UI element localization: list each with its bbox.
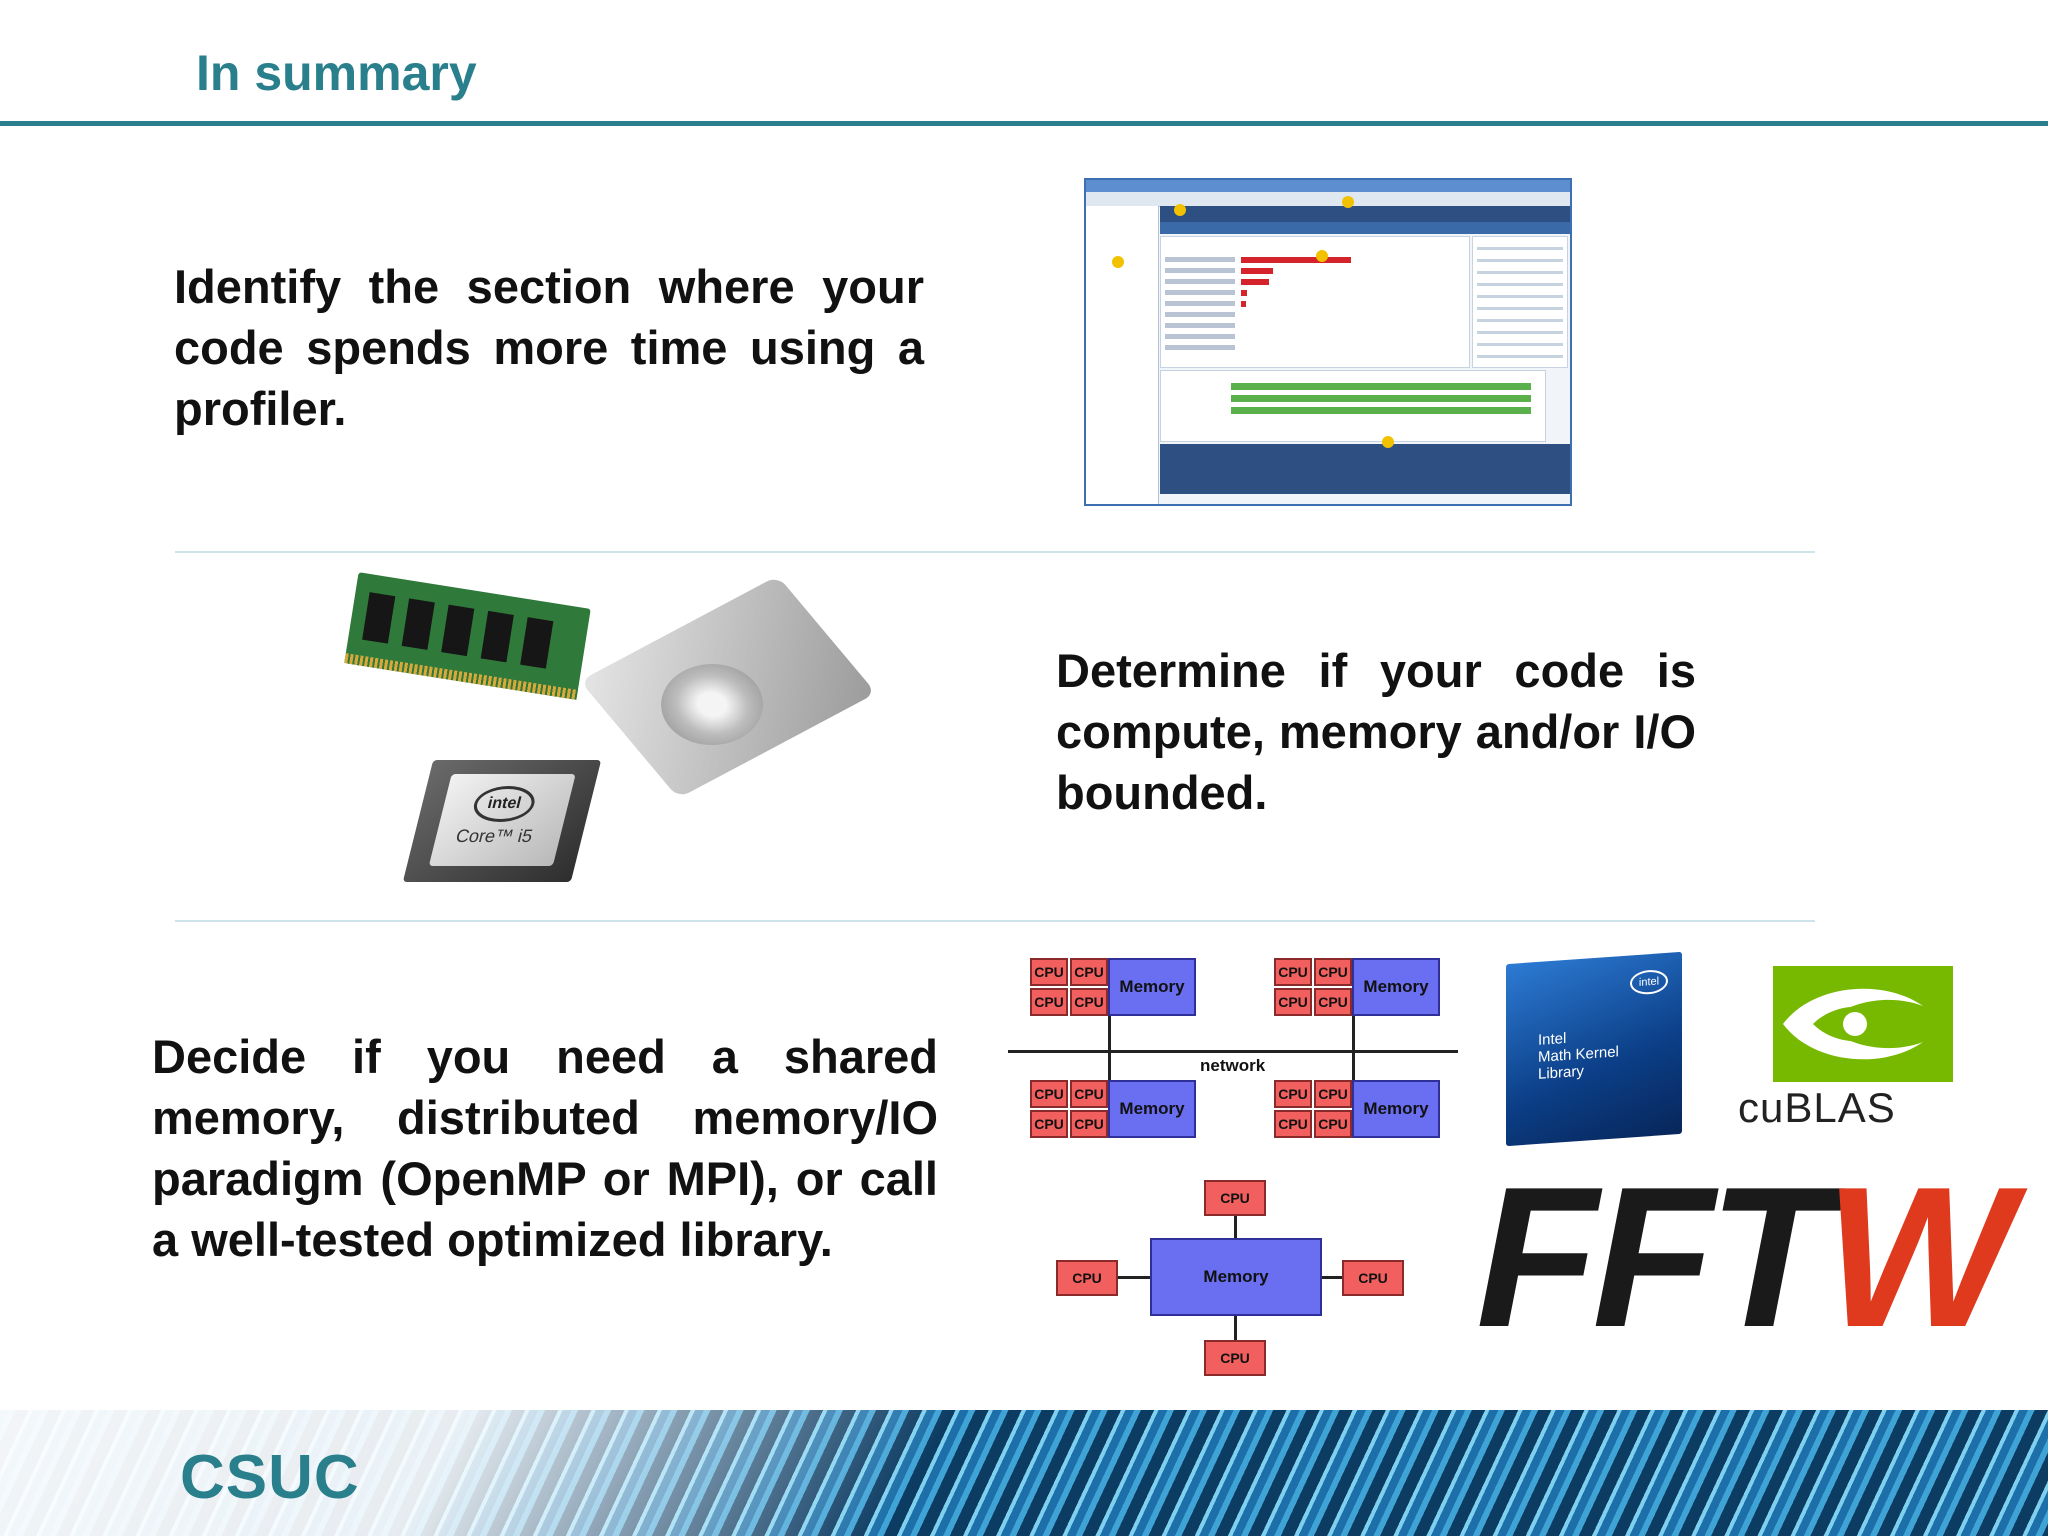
cpu-model-label: Core™ i5 [453, 826, 535, 846]
fftw-logo-left: FFT [1476, 1146, 1831, 1369]
cpu-box: CPU [1274, 1080, 1312, 1108]
footer-banner [0, 1410, 2048, 1536]
cpu-box: CPU [1030, 958, 1068, 986]
cpu-box: CPU [1056, 1260, 1118, 1296]
distributed-memory-diagram: network CPU CPU CPU CPU Memory CPU CPU C… [1000, 950, 1460, 1160]
cpu-chip-image: intel Core™ i5 [402, 760, 602, 882]
memory-box: Memory [1150, 1238, 1322, 1316]
section-paradigm-text: Decide if you need a shared memory, dist… [152, 1030, 938, 1266]
memory-box: Memory [1352, 1080, 1440, 1138]
fftw-logo: FFTW [1476, 1158, 2013, 1358]
intel-logo: intel [469, 786, 539, 822]
section-profiler-text: Identify the section where your code spe… [174, 260, 924, 435]
intel-logo: intel [1630, 968, 1668, 996]
title-underline [0, 121, 2048, 126]
mkl-label: Intel Math Kernel Library [1538, 1029, 1619, 1083]
network-label: network [1200, 1056, 1266, 1075]
nvidia-logo [1773, 966, 1953, 1082]
cpu-box: CPU [1342, 1260, 1404, 1296]
intel-mkl-box-image: intel Intel Math Kernel Library [1506, 951, 1682, 1147]
cpu-box: CPU [1274, 958, 1312, 986]
section-divider [175, 551, 1815, 553]
cpu-box: CPU [1030, 1110, 1068, 1138]
memory-box: Memory [1108, 1080, 1196, 1138]
section-divider [175, 920, 1815, 922]
memory-box: Memory [1108, 958, 1196, 1016]
shared-memory-diagram: CPU CPU CPU CPU Memory [1050, 1176, 1420, 1386]
cpu-box: CPU [1314, 1110, 1352, 1138]
cpu-box: CPU [1274, 988, 1312, 1016]
cpu-box: CPU [1274, 1110, 1312, 1138]
cpu-box: CPU [1204, 1340, 1266, 1376]
ram-module-image [344, 572, 591, 700]
section-bound-text: Determine if your code is compute, memor… [1056, 644, 1696, 819]
slide-title: In summary [196, 45, 477, 101]
cpu-box: CPU [1314, 958, 1352, 986]
cpu-box: CPU [1070, 958, 1108, 986]
hard-drive-image [579, 575, 877, 799]
cpu-box: CPU [1070, 988, 1108, 1016]
fftw-logo-w: W [1824, 1146, 2014, 1369]
cpu-box: CPU [1030, 988, 1068, 1016]
cpu-box: CPU [1204, 1180, 1266, 1216]
vtune-profiler-screenshot [1084, 178, 1572, 506]
cpu-box: CPU [1070, 1110, 1108, 1138]
csuc-logo: CSUC [180, 1443, 360, 1512]
cpu-box: CPU [1314, 1080, 1352, 1108]
cublas-logo-text: cuBLAS [1738, 1084, 1896, 1131]
cpu-box: CPU [1070, 1080, 1108, 1108]
memory-box: Memory [1352, 958, 1440, 1016]
cpu-box: CPU [1314, 988, 1352, 1016]
cpu-box: CPU [1030, 1080, 1068, 1108]
